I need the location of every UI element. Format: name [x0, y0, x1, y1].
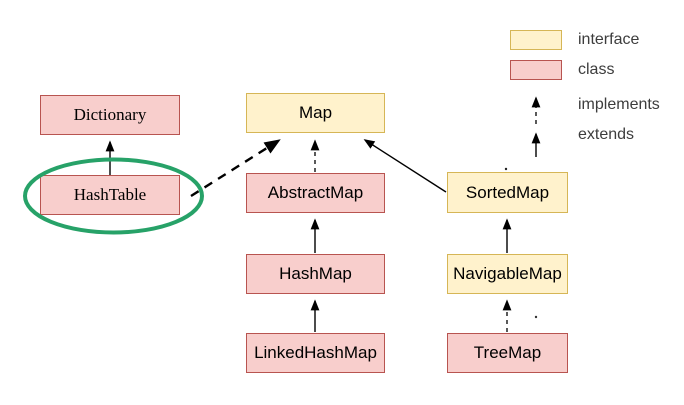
node-abstractmap: AbstractMap	[246, 173, 385, 213]
node-treemap-label: TreeMap	[473, 343, 542, 362]
node-sortedmap-label: SortedMap	[465, 182, 550, 202]
node-map: Map	[246, 93, 385, 133]
node-map-label: Map	[298, 103, 333, 122]
node-sortedmap: SortedMap	[447, 172, 568, 213]
legend-class-swatch	[510, 60, 562, 80]
legend-interface-label: interface	[578, 31, 640, 48]
node-hashtable: HashTable	[40, 175, 180, 215]
node-navigablemap-label: NavigableMap	[453, 264, 562, 283]
node-navigablemap: NavigableMap	[447, 254, 568, 294]
legend-interface-swatch	[510, 30, 562, 50]
node-linkedhashmap: LinkedHashMap	[246, 333, 385, 373]
stray-dot-above-sortedmap	[504, 167, 508, 171]
node-hashtable-label: HashTable	[73, 185, 147, 204]
node-hashmap-label: HashMap	[279, 264, 352, 283]
node-abstractmap-label: AbstractMap	[267, 183, 364, 202]
node-linkedhashmap-label: LinkedHashMap	[254, 343, 377, 362]
node-dictionary-label: Dictionary	[73, 105, 147, 124]
legend-implements-label: implements	[578, 96, 660, 113]
node-treemap: TreeMap	[447, 333, 568, 373]
node-hashmap: HashMap	[246, 254, 385, 294]
legend-class-label: class	[578, 61, 615, 78]
legend-extends-label: extends	[578, 126, 635, 143]
node-dictionary: Dictionary	[40, 95, 180, 135]
stray-dot-right-column	[534, 315, 538, 319]
